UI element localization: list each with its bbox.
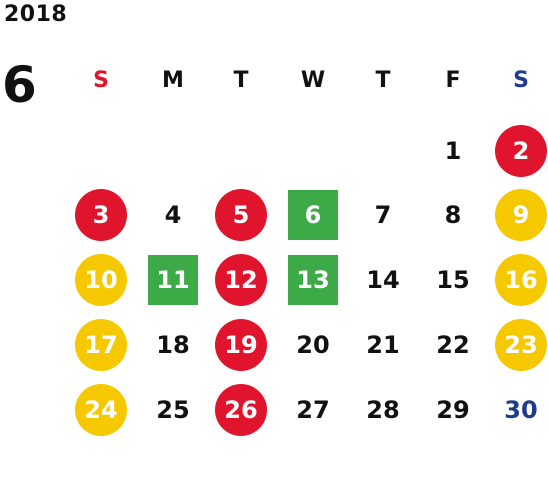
day-25[interactable]: 25 [156, 396, 190, 424]
day-19[interactable]: 19 [215, 319, 267, 371]
day-7[interactable]: 7 [374, 201, 392, 229]
weekday-friday: F [445, 68, 461, 93]
day-22[interactable]: 22 [436, 331, 470, 359]
day-16[interactable]: 16 [495, 254, 547, 306]
day-17[interactable]: 17 [75, 319, 127, 371]
day-15[interactable]: 15 [436, 266, 470, 294]
day-26[interactable]: 26 [215, 384, 267, 436]
day-18[interactable]: 18 [156, 331, 190, 359]
weekday-sunday: S [93, 68, 109, 93]
day-13[interactable]: 13 [288, 255, 338, 305]
day-4[interactable]: 4 [164, 201, 182, 229]
weekday-wednesday: W [300, 68, 326, 93]
day-5[interactable]: 5 [215, 189, 267, 241]
day-20[interactable]: 20 [296, 331, 330, 359]
day-23[interactable]: 23 [495, 319, 547, 371]
day-24[interactable]: 24 [75, 384, 127, 436]
day-30[interactable]: 30 [504, 396, 538, 424]
day-9[interactable]: 9 [495, 189, 547, 241]
weekday-thursday: T [375, 68, 391, 93]
day-12[interactable]: 12 [215, 254, 267, 306]
day-29[interactable]: 29 [436, 396, 470, 424]
day-28[interactable]: 28 [366, 396, 400, 424]
day-6[interactable]: 6 [288, 190, 338, 240]
day-11[interactable]: 11 [148, 255, 198, 305]
day-14[interactable]: 14 [366, 266, 400, 294]
day-3[interactable]: 3 [75, 189, 127, 241]
day-10[interactable]: 10 [75, 254, 127, 306]
day-8[interactable]: 8 [444, 201, 462, 229]
weekday-monday: M [162, 68, 184, 93]
day-1[interactable]: 1 [444, 137, 462, 165]
year-label: 2018 [4, 2, 68, 27]
day-21[interactable]: 21 [366, 331, 400, 359]
weekday-tuesday: T [233, 68, 249, 93]
month-label: 6 [2, 56, 37, 114]
weekday-saturday: S [513, 68, 529, 93]
day-2[interactable]: 2 [495, 125, 547, 177]
day-27[interactable]: 27 [296, 396, 330, 424]
